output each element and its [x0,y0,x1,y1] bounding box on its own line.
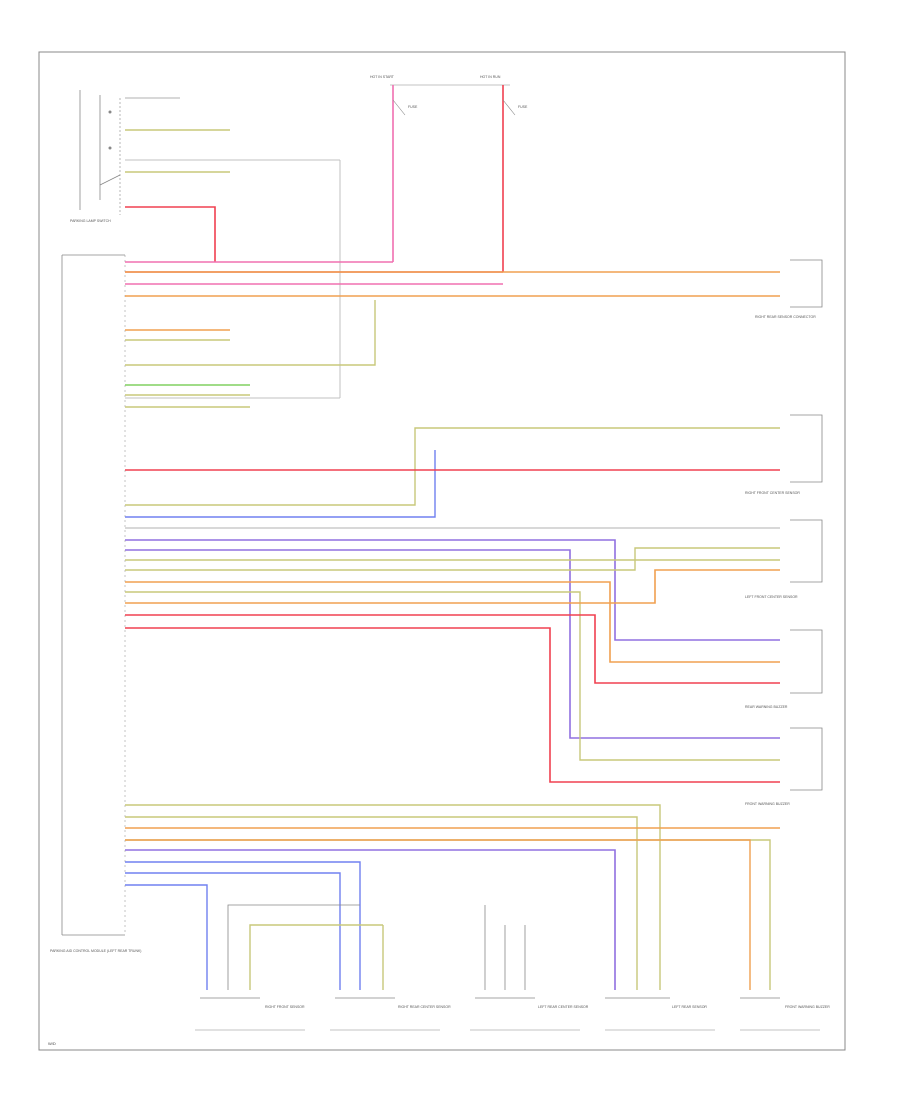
right-rear-center-sensor-label: RIGHT REAR CENTER SENSOR [398,1005,451,1009]
right-front-sensor-label: RIGHT FRONT SENSOR [265,1005,305,1009]
parking-lamp-switch-label: PARKING LAMP SWITCH [70,219,111,223]
fuse-left-label: FUSE [408,105,418,109]
right-rear-connector-label: RIGHT REAR SENSOR CONNECTOR [755,315,816,319]
rear-warning-buzzer-label: REAR WARNING BUZZER [745,705,788,709]
diagram-frame [38,51,846,1051]
middle-connectors: RIGHT FRONT CENTER SENSOR LEFT FRONT CEN… [745,414,823,806]
power-supply: HOT IN START HOT IN RUN FUSE FUSE [370,75,528,272]
wires-group-3 [125,804,780,990]
front-warning-buzzer-bottom-label: FRONT WARNING BUZZER [785,1005,830,1009]
left-rear-sensor-label: LEFT REAR SENSOR [672,1005,707,1009]
hot-in-start-label: HOT IN START [370,75,395,79]
switch-wires [125,97,341,399]
wires-group-2 [125,427,780,783]
wires-group-1 [125,261,780,408]
module-main-label: PARKING AID CONTROL MODULE (LEFT REAR TR… [50,949,141,953]
left-rear-center-sensor-label: LEFT REAR CENTER SENSOR [538,1005,589,1009]
fuse-right-label: FUSE [518,105,528,109]
hot-in-run-label: HOT IN RUN [480,75,501,79]
bottom-sensors: RIGHT FRONT SENSOR RIGHT REAR CENTER SEN… [195,997,830,1031]
footer-label: W/D [48,1041,56,1046]
right-front-center-label: RIGHT FRONT CENTER SENSOR [745,491,800,495]
left-front-center-label: LEFT FRONT CENTER SENSOR [745,595,798,599]
parking-lamp-switch: PARKING LAMP SWITCH [70,90,121,223]
parking-aid-module: PARKING AID CONTROL MODULE (LEFT REAR TR… [50,254,141,953]
front-warning-buzzer-label: FRONT WARNING BUZZER [745,802,790,806]
right-rear-connector: RIGHT REAR SENSOR CONNECTOR [755,259,823,319]
